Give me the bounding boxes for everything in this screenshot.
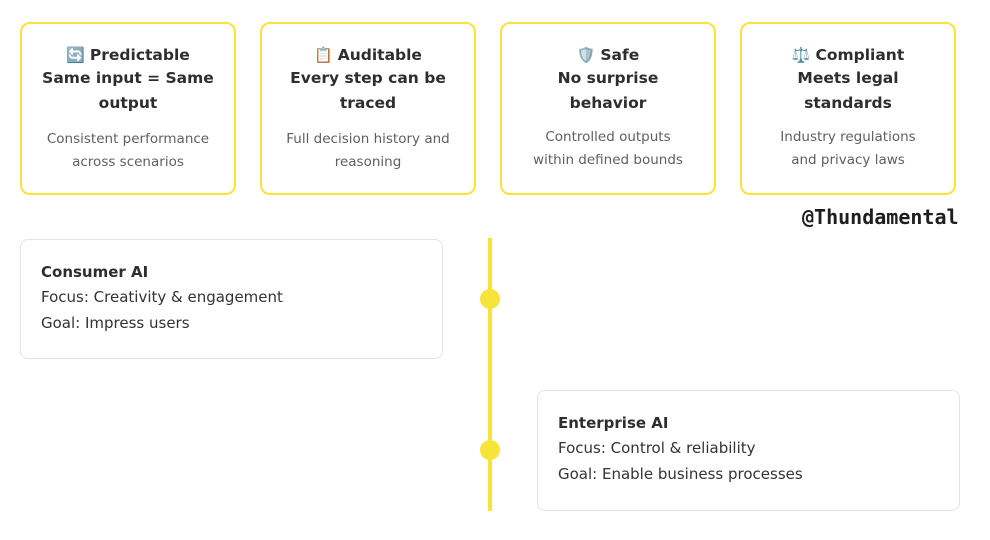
card-title: Auditable — [337, 46, 422, 64]
enterprise-ai-title: Enterprise AI — [558, 414, 669, 432]
card-title-row: 🔄Predictable — [22, 44, 234, 66]
timeline-dot-enterprise — [480, 440, 500, 460]
timeline-dot-consumer — [480, 289, 500, 309]
consumer-ai-title: Consumer AI — [41, 263, 149, 281]
card-description: Full decision history and reasoning — [286, 131, 450, 170]
clipboard-icon: 📋 — [314, 46, 333, 64]
enterprise-ai-box: Enterprise AI Focus: Control & reliabili… — [537, 390, 960, 511]
card-title: Predictable — [89, 46, 190, 64]
card-description: Industry regulations and privacy laws — [780, 129, 916, 168]
card-subtitle: Same input = Same output — [42, 69, 214, 112]
refresh-icon: 🔄 — [66, 46, 85, 64]
card-safe: 🛡️Safe No surprise behavior Controlled o… — [500, 22, 716, 195]
consumer-ai-focus: Focus: Creativity & engagement — [41, 288, 283, 306]
card-title-row: 📋Auditable — [262, 44, 474, 66]
consumer-ai-goal: Goal: Impress users — [41, 313, 190, 332]
consumer-ai-box: Consumer AI Focus: Creativity & engageme… — [20, 239, 443, 359]
card-auditable: 📋Auditable Every step can be traced Full… — [260, 22, 476, 195]
enterprise-ai-focus: Focus: Control & reliability — [558, 439, 756, 457]
card-title-row: 🛡️Safe — [502, 44, 714, 66]
card-predictable: 🔄Predictable Same input = Same output Co… — [20, 22, 236, 195]
card-subtitle: No surprise behavior — [557, 69, 659, 112]
card-description: Consistent performance across scenarios — [46, 131, 210, 170]
scales-icon: ⚖️ — [791, 46, 811, 64]
card-subtitle: Every step can be traced — [290, 69, 446, 112]
card-title-row: ⚖️Compliant — [742, 44, 954, 66]
timeline-line — [488, 238, 492, 511]
card-title: Safe — [600, 46, 640, 64]
enterprise-ai-goal: Goal: Enable business processes — [558, 464, 803, 483]
author-handle: @Thundamental — [802, 205, 959, 229]
card-title: Compliant — [815, 46, 905, 64]
shield-icon: 🛡️ — [576, 46, 596, 64]
card-description: Controlled outputs within defined bounds — [533, 129, 683, 168]
card-subtitle: Meets legal standards — [797, 69, 899, 112]
card-compliant: ⚖️Compliant Meets legal standards Indust… — [740, 22, 956, 195]
